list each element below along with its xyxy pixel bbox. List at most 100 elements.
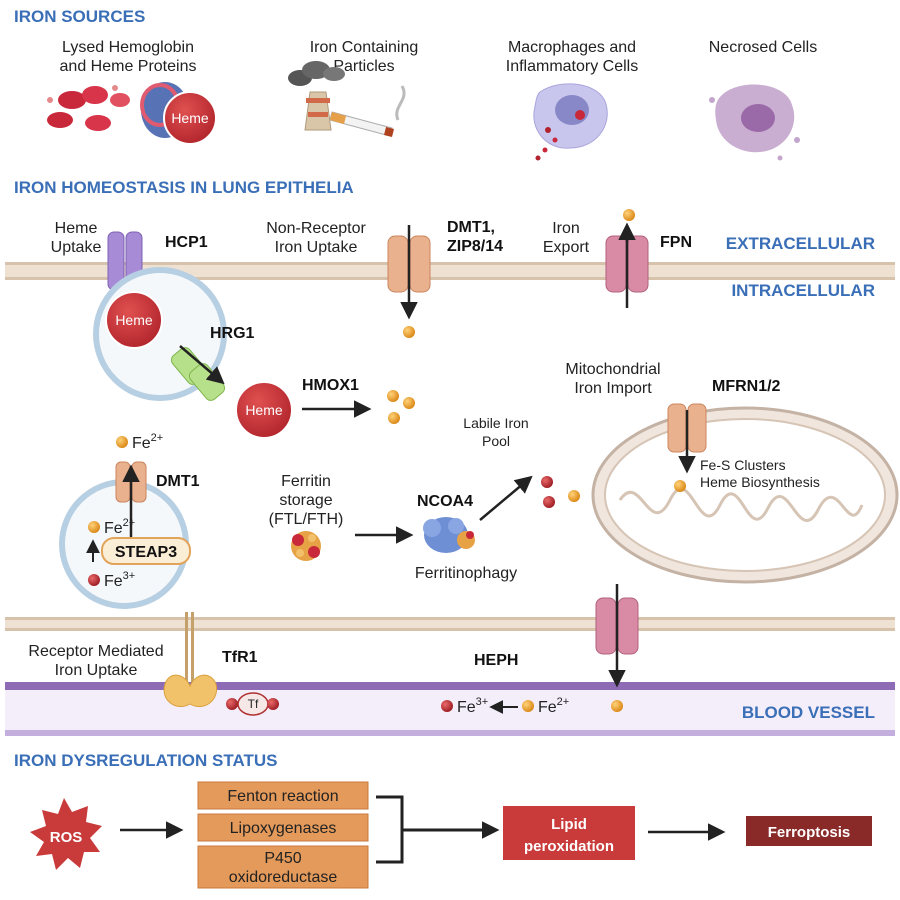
heme-uptake-label: Heme [55,220,98,237]
ferritinophagy-label: Ferritinophagy [415,565,517,582]
fe2-label: Fe2+ [132,432,163,452]
iron-export-label: Iron [552,220,580,237]
source-label: Macrophages and [508,39,636,56]
iron-ions [387,390,415,424]
fpn-transporter-icon [605,235,649,293]
tf-label: Tf [248,697,259,711]
heme-protein-icon: Heme [140,82,217,145]
lipoxygenases-label: Lipoxygenases [230,820,337,837]
factory-icon [288,61,345,131]
dmt1-label: DMT1 [156,473,200,490]
cell-membrane-top [5,262,895,280]
heme-molecule [235,381,293,439]
extracellular-label: EXTRACELLULAR [726,234,875,253]
heme-label: Heme [115,312,153,328]
section-iron-sources: IRON SOURCES [14,7,145,26]
p450-label: P450 [264,850,301,867]
iron-ion [116,436,128,448]
iron-ion [88,521,100,533]
necrotic-cell-icon [709,84,800,161]
ros-burst-icon [30,798,102,870]
lipid-peroxidation-box [503,806,635,860]
nonreceptor-uptake-label: Non-Receptor [266,220,366,237]
mito-import-label: Iron Import [574,380,652,397]
iron-ion [623,209,635,221]
ferritin-label: Ferritin [281,473,331,490]
tfr1-label: TfR1 [222,649,258,666]
hcp1-label: HCP1 [165,234,208,251]
blood-vessel-label: BLOOD VESSEL [742,703,875,722]
ferritin-label: storage [279,492,332,509]
fpn-label: FPN [660,234,692,251]
source-label: Lysed Hemoglobin [62,39,194,56]
cigarette-icon [329,85,406,137]
section-homeostasis: IRON HOMEOSTASIS IN LUNG EPITHELIA [14,178,354,197]
mfrn-label: MFRN1/2 [712,378,781,395]
heme-molecule [105,291,163,349]
section-dysregulation: IRON DYSREGULATION STATUS [14,751,278,770]
iron-ion [674,480,686,492]
lipoxygenases-box [197,813,369,842]
fe3-blood-label: Fe3+ [457,696,488,716]
heme-label: Heme [245,402,283,418]
intracellular-label: INTRACELLULAR [731,281,875,300]
labile-iron-pool-label: Pool [482,433,510,449]
iron-ion [226,698,238,710]
ros-label: ROS [50,829,83,846]
fes-clusters-label: Fe-S Clusters [700,457,786,473]
dmt1-zip-label: ZIP8/14 [447,238,503,255]
source-label: Inflammatory Cells [506,58,638,75]
heme-uptake-label: Uptake [51,239,102,256]
mitochondrion [591,406,899,584]
hrg1-label: HRG1 [210,325,255,342]
iron-ion [522,700,534,712]
source-necrosed: Necrosed Cells [709,39,817,161]
iron-export-label: Export [543,239,590,256]
receptor-uptake-label: Iron Uptake [55,662,138,679]
source-label: Particles [333,58,394,75]
fe2-label: Fe2+ [104,517,135,537]
heph-label: HEPH [474,652,518,669]
ferritin-label: (FTL/FTH) [269,511,344,528]
p450-box [197,845,369,889]
hrg1-arrow [179,345,225,385]
lipid-peroxidation-label: Lipid [551,816,587,833]
iron-ion [403,326,415,338]
ferritin-icon [291,531,321,561]
macrophage-icon [533,83,608,161]
labile-iron-ions [541,476,580,508]
ferroptosis-box [746,816,872,846]
steap3-label: STEAP3 [115,544,177,561]
fe2-blood-label: Fe2+ [538,696,569,716]
fenton-label: Fenton reaction [227,788,338,805]
ferritinophagy-arrow [479,475,533,521]
iron-ion [441,700,453,712]
iron-ion [88,574,100,586]
cell-membrane-bottom [5,617,895,631]
steap3-badge [101,537,191,565]
ferroptosis-label: Ferroptosis [768,824,851,841]
receptor-uptake-label: Receptor Mediated [28,643,163,660]
heme-biosynthesis-label: Heme Biosynthesis [700,474,820,490]
fe3-label: Fe3+ [104,570,135,590]
mito-import-label: Mitochondrial [565,361,660,378]
p450-label: oxidoreductase [229,869,338,886]
source-macrophages: Macrophages and Inflammatory Cells [506,39,638,161]
nonreceptor-uptake-label: Iron Uptake [275,239,358,256]
dmt1-zip-label: DMT1, [447,219,495,236]
hmox1-label: HMOX1 [302,377,359,394]
source-label: Necrosed Cells [709,39,817,56]
iron-ion [267,698,279,710]
labile-iron-pool-label: Labile Iron [463,415,528,431]
fenton-box [197,781,369,810]
source-hemoglobin: Lysed Hemoglobin and Heme Proteins Heme [47,39,217,145]
source-label: and Heme Proteins [60,58,197,75]
red-blood-cells-icon [47,85,130,131]
source-particles: Iron Containing Particles [288,39,418,137]
ncoa4-complex-icon [423,517,475,553]
fpn-basolateral-icon [595,597,639,655]
tfr1-receptor-icon [163,612,218,707]
iron-ion [611,700,623,712]
lipid-peroxidation-label: peroxidation [524,838,614,855]
